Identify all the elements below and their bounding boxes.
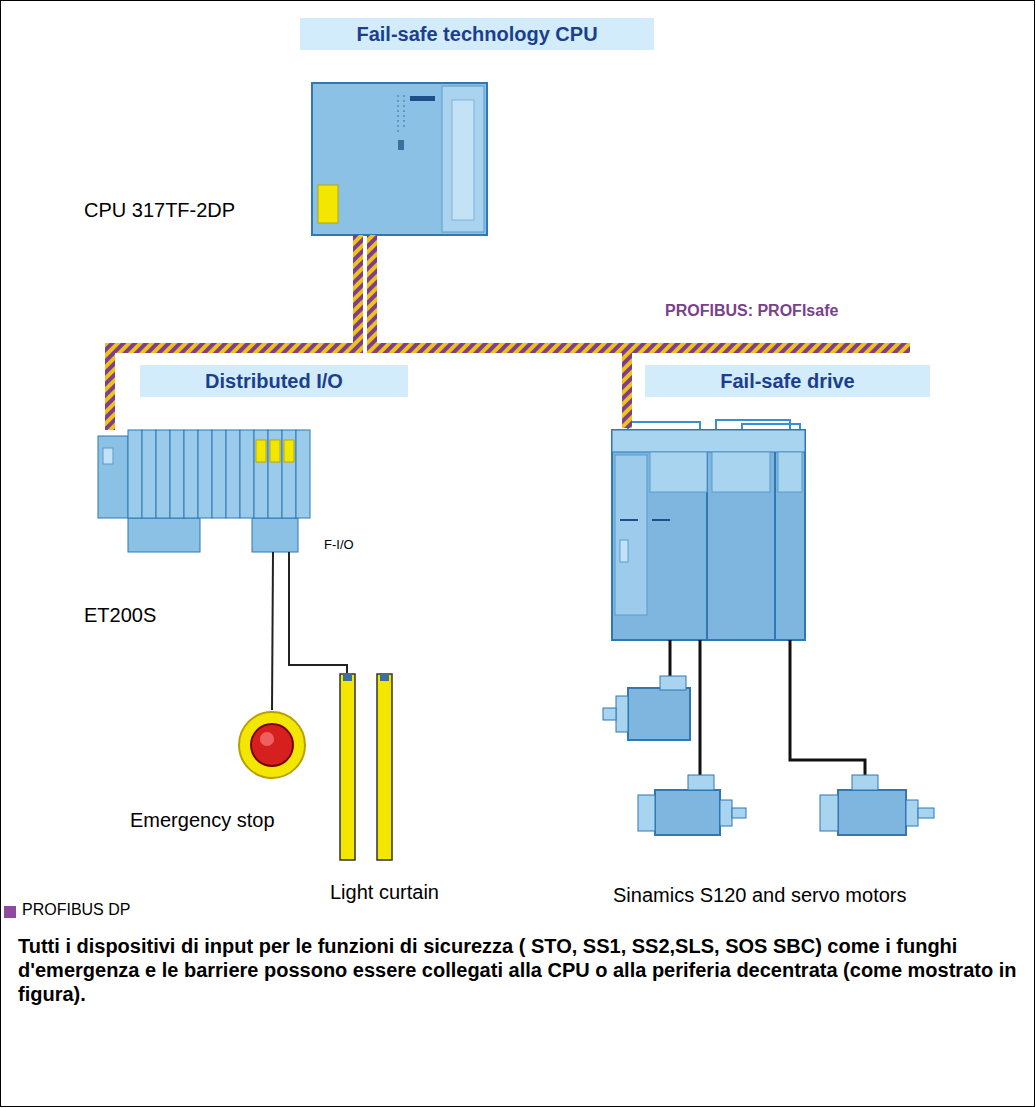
drive-node: Fail-safe driveSinamics S120 and servo m… xyxy=(612,428,805,640)
servo-motor xyxy=(603,676,690,740)
estop-ring xyxy=(239,712,305,778)
servo-motor xyxy=(820,775,934,835)
estop-button xyxy=(251,724,293,766)
profibus-cable xyxy=(110,235,358,430)
bus-label: PROFIBUS: PROFIsafe xyxy=(665,301,838,321)
estop-symbol xyxy=(237,710,307,780)
curtain-bar xyxy=(340,674,355,860)
fail-safe-module xyxy=(256,440,266,462)
io-module xyxy=(156,430,170,518)
io-module xyxy=(128,430,142,518)
section-heading: Fail-safe technology CPU xyxy=(300,18,654,50)
estop-highlight xyxy=(260,732,274,746)
io-module xyxy=(184,430,198,518)
light-curtain: Light curtain xyxy=(338,673,394,862)
io-station-node: Distributed I/OET200S xyxy=(98,430,322,552)
io-module xyxy=(240,430,254,518)
legend-swatch xyxy=(4,906,16,918)
io-module xyxy=(212,430,226,518)
curtain-body xyxy=(377,674,392,860)
io-module xyxy=(142,430,156,518)
device-label: Light curtain xyxy=(330,880,439,904)
io-module xyxy=(296,430,310,518)
profibus-cable xyxy=(372,235,627,428)
io-module xyxy=(170,430,184,518)
module-label: F-I/O xyxy=(324,537,354,553)
signal-wire xyxy=(289,552,347,673)
io-module xyxy=(198,430,212,518)
device-label: Sinamics S120 and servo motors xyxy=(613,883,906,907)
curtain-cap xyxy=(380,674,389,681)
sinamics-drive xyxy=(612,420,865,775)
curtain-cap xyxy=(343,674,352,681)
cpu-module xyxy=(312,83,487,235)
emergency-stop: Emergency stop xyxy=(237,710,307,780)
io-module xyxy=(268,430,282,518)
caption: Tutti i dispositivi di input per le funz… xyxy=(18,934,1030,1006)
fail-safe-module xyxy=(270,440,280,462)
curtain-bar xyxy=(377,674,392,860)
device-label: Emergency stop xyxy=(130,808,275,832)
fail-safe-module xyxy=(284,440,294,462)
io-module xyxy=(254,430,268,518)
section-heading: Fail-safe drive xyxy=(645,365,930,397)
curtain-body xyxy=(340,674,355,860)
servo-motor xyxy=(638,775,746,835)
legend-text: PROFIBUS DP xyxy=(22,900,130,920)
device-label: ET200S xyxy=(84,603,156,627)
cpu-node: Fail-safe technology CPUCPU 317TF-2DP xyxy=(312,83,487,235)
io-module xyxy=(226,430,240,518)
io-module xyxy=(282,430,296,518)
et200s-station xyxy=(98,430,310,552)
section-heading: Distributed I/O xyxy=(140,365,408,397)
device-label: CPU 317TF-2DP xyxy=(84,198,235,222)
light-curtain-symbol xyxy=(338,673,394,862)
signal-wire xyxy=(272,552,273,710)
bus-cable xyxy=(627,343,910,353)
